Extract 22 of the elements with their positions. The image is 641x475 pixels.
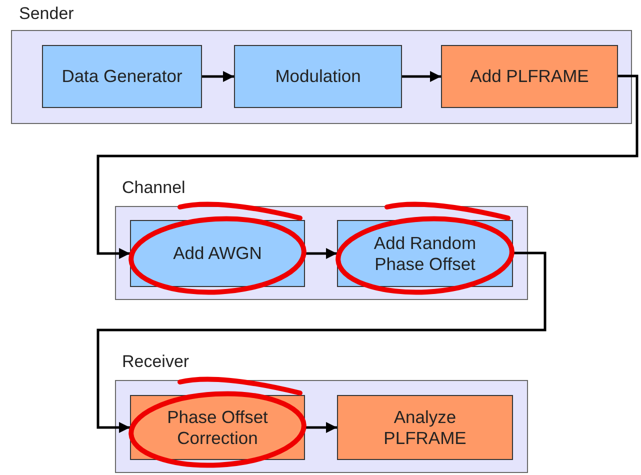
arrow [402, 71, 441, 82]
process-box [42, 45, 202, 108]
arrow [96, 252, 546, 433]
box-label: Data Generator [62, 66, 182, 87]
group-frame [115, 352, 528, 473]
box-label: Modulation [275, 66, 361, 87]
process-box [337, 395, 513, 460]
group-heading: Receiver [122, 352, 190, 372]
process-box [234, 45, 402, 108]
box-label: Add PLFRAME [470, 66, 589, 87]
group-frame [11, 4, 632, 124]
box-label: Add AWGN [173, 243, 262, 264]
box-label: Analyze PLFRAME [382, 406, 468, 448]
process-box [441, 45, 618, 108]
box-label: Add Random Phase Offset [372, 232, 478, 274]
arrow [96, 74, 638, 259]
arrow [305, 248, 337, 259]
group-heading: Channel [122, 178, 186, 198]
box-label: Phase Offset Correction [166, 406, 269, 448]
arrow [202, 71, 234, 82]
arrow [305, 422, 337, 433]
group-heading: Sender [19, 4, 74, 24]
